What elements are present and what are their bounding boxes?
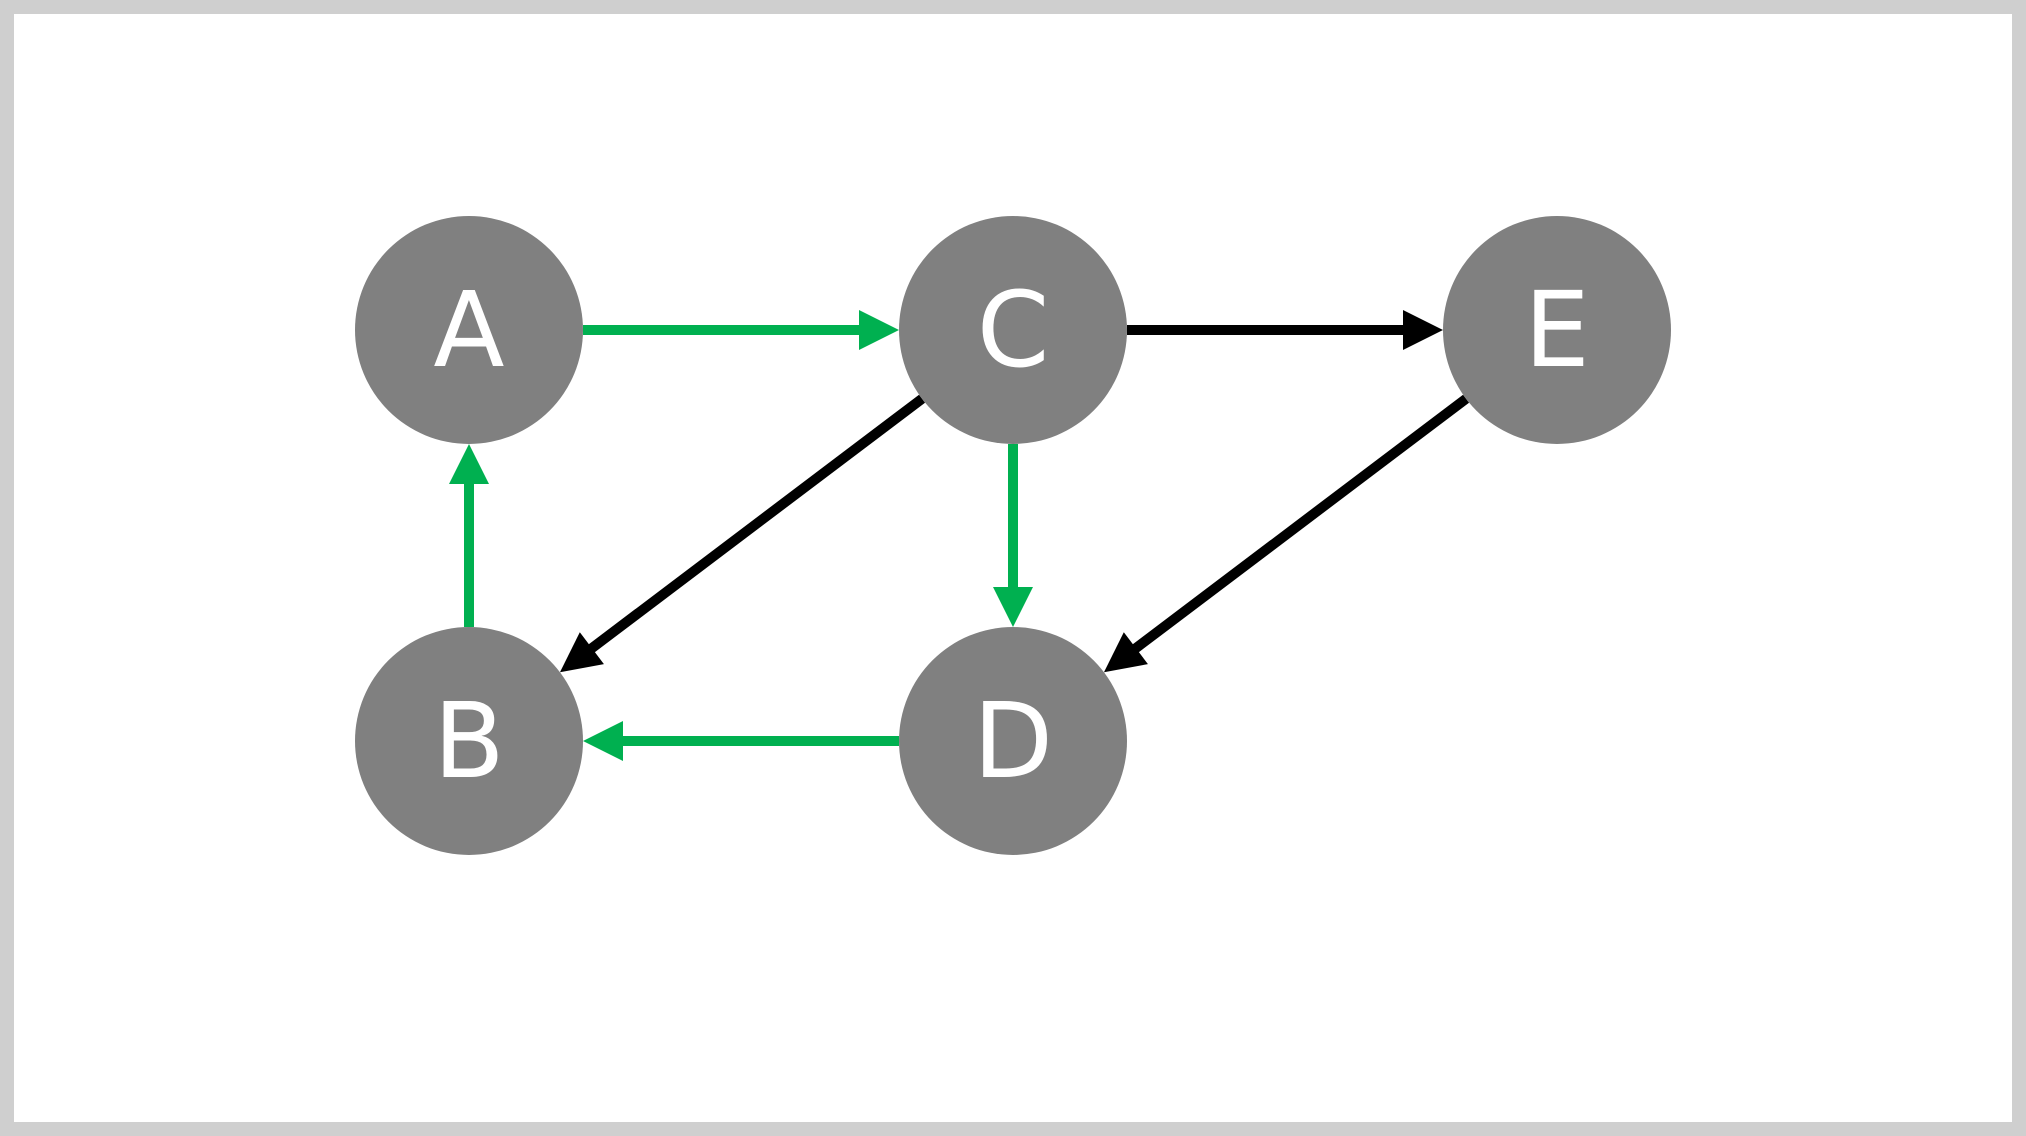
node-c: C [899,216,1127,444]
node-circle [899,216,1127,444]
arrowhead-icon [583,721,623,761]
node-e: E [1443,216,1671,444]
node-label: B [433,680,504,802]
nodes-layer: A B C D E [355,216,1671,855]
edge-line [587,394,926,654]
node-circle [1443,216,1671,444]
edge-c-d [993,444,1033,627]
arrowhead-icon [993,587,1033,627]
edge-line [1131,394,1470,654]
node-label: D [973,680,1053,802]
arrowhead-icon [1403,310,1443,350]
edge-c-e [1127,310,1443,350]
node-b: B [355,627,583,855]
node-circle [355,216,583,444]
node-label: A [433,269,504,391]
node-a: A [355,216,583,444]
edges-layer [449,310,1470,761]
edge-e-d [1103,394,1470,673]
node-label: E [1524,269,1590,391]
node-d: D [899,627,1127,855]
arrowhead-icon [1103,632,1148,673]
node-circle [355,627,583,855]
node-circle [899,627,1127,855]
arrowhead-icon [559,632,604,673]
edge-c-b [559,394,926,673]
arrowhead-icon [859,310,899,350]
node-label: C [977,269,1050,391]
edge-a-c [583,310,899,350]
edge-b-a [449,444,489,627]
edge-d-b [583,721,899,761]
arrowhead-icon [449,444,489,484]
